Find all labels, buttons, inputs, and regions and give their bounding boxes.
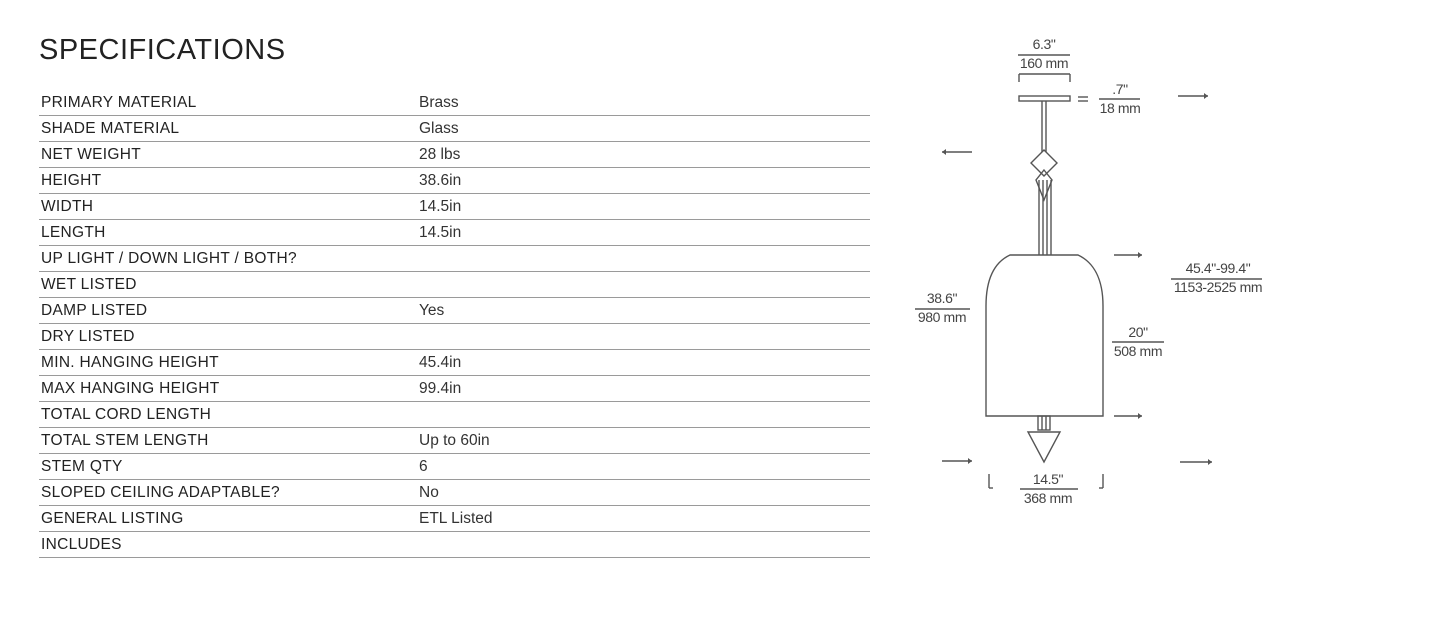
spec-value: Up to 60in	[419, 432, 490, 449]
shade-height-in-label: 20"	[1128, 324, 1148, 340]
canopy-height-in-label: .7"	[1112, 81, 1128, 97]
spec-label: DRY LISTED	[41, 328, 135, 345]
spec-label: MAX HANGING HEIGHT	[41, 380, 220, 397]
spec-label: NET WEIGHT	[41, 146, 142, 163]
spec-label: DAMP LISTED	[41, 302, 148, 319]
fixture-height-mm-label: 980 mm	[918, 309, 966, 325]
spec-value: Glass	[419, 120, 459, 137]
page-title: SPECIFICATIONS	[39, 34, 286, 66]
dimension-drawing: 6.3" 160 mm .7" 18 mm 45.4"-99.4" 1153-2…	[915, 36, 1263, 506]
overall-hanging-in-label: 45.4"-99.4"	[1186, 260, 1251, 276]
spec-value: 14.5in	[419, 198, 462, 215]
spec-row: TOTAL CORD LENGTH	[39, 402, 870, 428]
shade-width-in-label: 14.5"	[1033, 471, 1064, 487]
spec-label: SHADE MATERIAL	[41, 120, 180, 137]
overall-hanging-mm-label: 1153-2525 mm	[1174, 279, 1262, 295]
spec-value: 28 lbs	[419, 146, 461, 163]
spec-row: WIDTH 14.5in	[39, 194, 870, 220]
spec-row: TOTAL STEM LENGTH Up to 60in	[39, 428, 870, 454]
spec-value: 45.4in	[419, 354, 462, 371]
spec-value: Brass	[419, 94, 459, 111]
spec-row: MIN. HANGING HEIGHT 45.4in	[39, 350, 870, 376]
spec-label: GENERAL LISTING	[41, 510, 184, 527]
spec-label: LENGTH	[41, 224, 106, 241]
spec-row: DRY LISTED	[39, 324, 870, 350]
spec-value: Yes	[419, 302, 445, 319]
spec-row: STEM QTY 6	[39, 454, 870, 480]
spec-label: SLOPED CEILING ADAPTABLE?	[41, 484, 280, 501]
spec-label: MIN. HANGING HEIGHT	[41, 354, 219, 371]
spec-label: WIDTH	[41, 198, 94, 215]
spec-row: MAX HANGING HEIGHT 99.4in	[39, 376, 870, 402]
spec-label: UP LIGHT / DOWN LIGHT / BOTH?	[41, 250, 297, 267]
spec-label: STEM QTY	[41, 458, 123, 475]
spec-row: LENGTH 14.5in	[39, 220, 870, 246]
lower-finial-cone	[1026, 431, 1062, 464]
spec-row: UP LIGHT / DOWN LIGHT / BOTH?	[39, 246, 870, 272]
spec-row: INCLUDES	[39, 532, 870, 558]
spec-row: HEIGHT 38.6in	[39, 168, 870, 194]
spec-label: INCLUDES	[41, 536, 122, 553]
lower-finial-stem	[1037, 415, 1051, 431]
spec-row: PRIMARY MATERIAL Brass	[39, 90, 870, 116]
spec-label: TOTAL STEM LENGTH	[41, 432, 209, 449]
spec-value: No	[419, 484, 439, 501]
shade-width-mm-label: 368 mm	[1024, 490, 1072, 506]
spec-value: 14.5in	[419, 224, 462, 241]
canopy-height-mm-label: 18 mm	[1100, 100, 1141, 116]
spec-label: TOTAL CORD LENGTH	[41, 406, 212, 423]
canopy-width-mm-label: 160 mm	[1020, 55, 1068, 71]
spec-row: SHADE MATERIAL Glass	[39, 116, 870, 142]
spec-row: GENERAL LISTING ETL Listed	[39, 506, 870, 532]
spec-label: PRIMARY MATERIAL	[41, 94, 197, 111]
canopy-shape	[1018, 95, 1071, 102]
specifications-table: PRIMARY MATERIAL Brass SHADE MATERIAL Gl…	[39, 90, 870, 558]
upper-diamond	[1030, 149, 1058, 177]
spec-value: 99.4in	[419, 380, 462, 397]
spec-value: 38.6in	[419, 172, 462, 189]
spec-row: WET LISTED	[39, 272, 870, 298]
spec-row: SLOPED CEILING ADAPTABLE? No	[39, 480, 870, 506]
spec-row: DAMP LISTED Yes	[39, 298, 870, 324]
canopy-width-in-label: 6.3"	[1033, 36, 1056, 52]
spec-row: NET WEIGHT 28 lbs	[39, 142, 870, 168]
spec-label: HEIGHT	[41, 172, 102, 189]
spec-label: WET LISTED	[41, 276, 137, 293]
shade-shape	[985, 254, 1104, 417]
spec-value: 6	[419, 458, 428, 475]
spec-value: ETL Listed	[419, 510, 493, 527]
shade-height-mm-label: 508 mm	[1114, 343, 1162, 359]
fixture-height-in-label: 38.6"	[927, 290, 958, 306]
